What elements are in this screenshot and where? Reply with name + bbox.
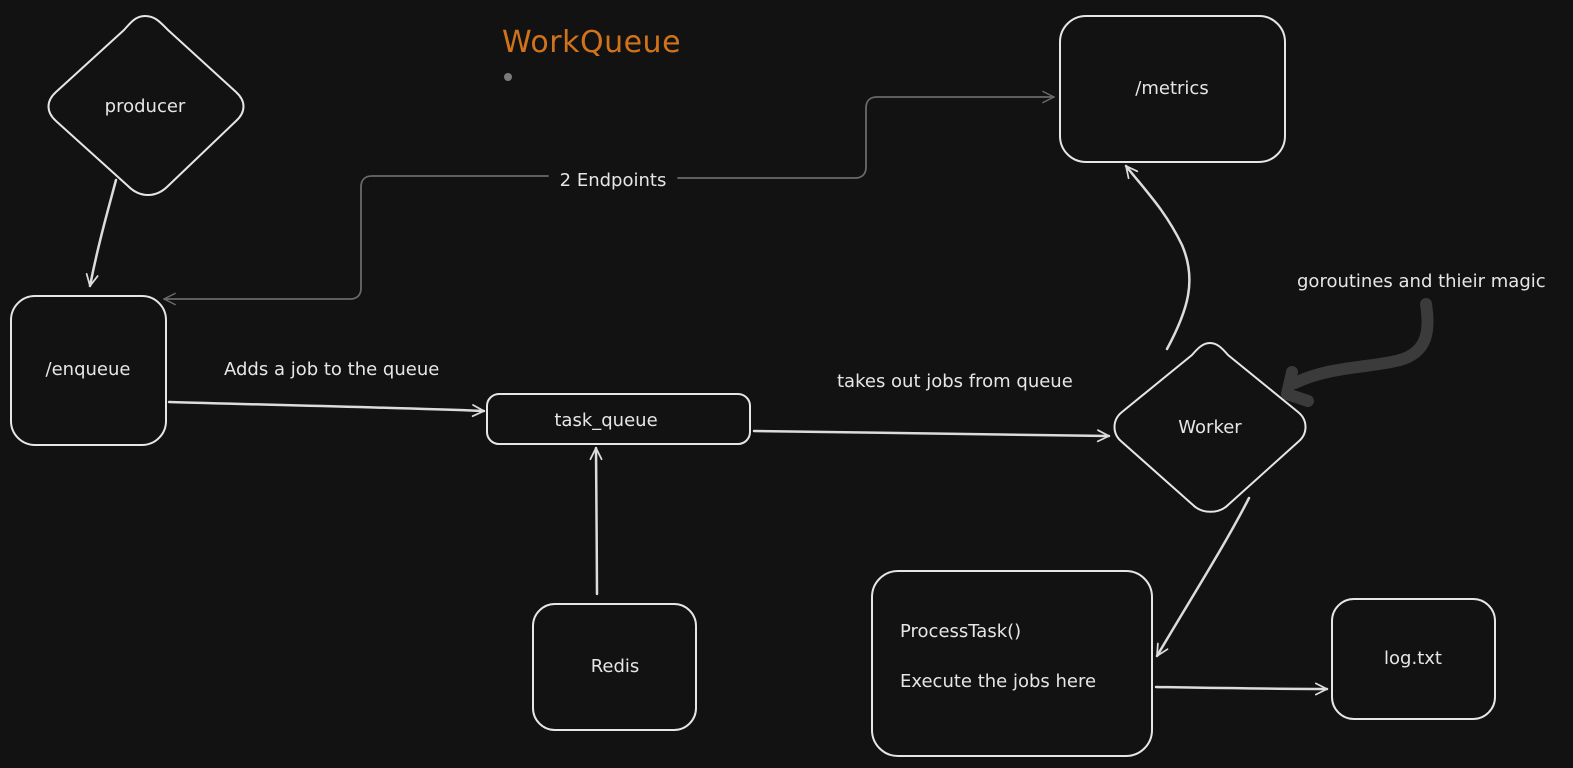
arrow-enqueue-to-queue bbox=[167, 400, 486, 418]
log-label: log.txt bbox=[1384, 648, 1442, 669]
arrow-producer-to-enqueue bbox=[85, 178, 118, 288]
worker-label: Worker bbox=[1178, 417, 1242, 438]
process-task-box bbox=[871, 570, 1153, 757]
annotation-arrow-head bbox=[1281, 366, 1314, 407]
arrow-redis-to-queue bbox=[589, 446, 603, 596]
edge-label-adds-job: Adds a job to the queue bbox=[224, 359, 440, 380]
task-queue-box bbox=[486, 393, 751, 445]
enqueue-label: /enqueue bbox=[45, 359, 131, 380]
producer-label: producer bbox=[104, 96, 186, 117]
redis-label: Redis bbox=[590, 656, 640, 677]
arrow-worker-to-metrics bbox=[1124, 164, 1191, 351]
arrow-worker-to-process bbox=[1155, 496, 1251, 658]
worker-diamond bbox=[1113, 342, 1307, 513]
title-dot bbox=[504, 73, 512, 81]
annotation-arrow bbox=[1289, 298, 1434, 389]
metrics-box bbox=[1059, 15, 1286, 163]
process-task-label: ProcessTask() bbox=[900, 621, 1022, 642]
metrics-label: /metrics bbox=[1135, 78, 1209, 99]
arrow-endpoints-to-metrics bbox=[677, 90, 1055, 179]
edge-label-takes-out-jobs: takes out jobs from queue bbox=[837, 371, 1073, 392]
edge-label-endpoints: 2 Endpoints bbox=[553, 172, 673, 190]
diagram-title: WorkQueue bbox=[502, 25, 682, 60]
arrow-endpoints-to-enqueue bbox=[163, 175, 549, 306]
enqueue-box bbox=[10, 295, 167, 446]
process-task-description: Execute the jobs here bbox=[900, 671, 1097, 692]
arrow-process-to-log bbox=[1154, 682, 1329, 696]
worker-note: goroutines and thieir magic bbox=[1297, 271, 1546, 292]
arrow-queue-to-worker bbox=[752, 429, 1111, 443]
producer-diamond bbox=[47, 15, 245, 196]
log-box bbox=[1331, 598, 1496, 720]
redis-box bbox=[532, 603, 697, 731]
task-queue-label: task_queue bbox=[554, 410, 658, 431]
